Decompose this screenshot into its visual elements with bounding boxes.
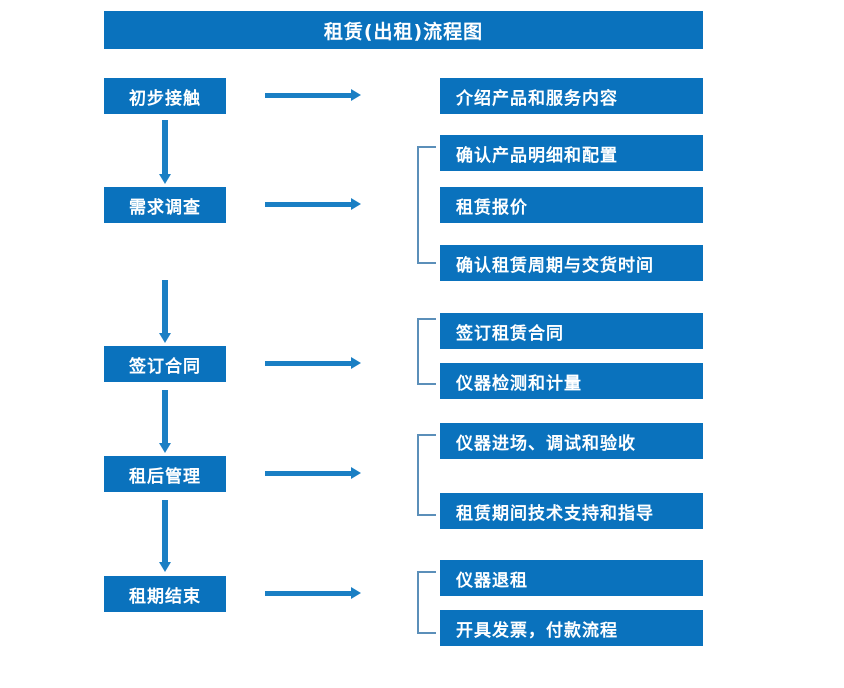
arrow-shaft (265, 202, 351, 207)
bracket-tick-bottom (419, 514, 436, 516)
arrow-head-down-icon (159, 333, 171, 343)
bracket-tick-top (419, 571, 436, 573)
horizontal-arrow-5 (265, 587, 361, 599)
arrow-shaft (265, 361, 351, 366)
vertical-arrow-1 (159, 120, 171, 184)
detail-node-5-1[interactable]: 仪器退租 (440, 560, 703, 596)
vertical-arrow-2 (159, 280, 171, 343)
bracket-connector-group-3 (417, 318, 436, 385)
arrow-head-right-icon (351, 89, 361, 101)
vertical-arrow-3 (159, 390, 171, 453)
stage-node-4[interactable]: 租后管理 (104, 456, 226, 492)
arrow-head-right-icon (351, 467, 361, 479)
arrow-head-right-icon (351, 198, 361, 210)
detail-node-2-3[interactable]: 确认租赁周期与交货时间 (440, 245, 703, 281)
detail-node-3-1[interactable]: 签订租赁合同 (440, 313, 703, 349)
arrow-shaft (162, 500, 168, 562)
bracket-tick-top (419, 434, 436, 436)
horizontal-arrow-4 (265, 467, 361, 479)
arrow-head-right-icon (351, 587, 361, 599)
arrow-head-down-icon (159, 174, 171, 184)
bracket-tick-top (419, 146, 436, 148)
bracket-tick-bottom (419, 383, 436, 385)
stage-node-5[interactable]: 租期结束 (104, 576, 226, 612)
bracket-connector-group-4 (417, 434, 436, 516)
arrow-shaft (265, 93, 351, 98)
detail-node-5-2[interactable]: 开具发票，付款流程 (440, 610, 703, 646)
stage-node-3[interactable]: 签订合同 (104, 346, 226, 382)
arrow-shaft (162, 390, 168, 443)
detail-node-4-1[interactable]: 仪器进场、调试和验收 (440, 423, 703, 459)
arrow-head-down-icon (159, 443, 171, 453)
arrow-shaft (265, 591, 351, 596)
detail-node-2-1[interactable]: 确认产品明细和配置 (440, 135, 703, 171)
vertical-arrow-4 (159, 500, 171, 572)
arrow-shaft (162, 120, 168, 174)
arrow-head-right-icon (351, 357, 361, 369)
bracket-tick-bottom (419, 262, 436, 264)
stage-node-2[interactable]: 需求调查 (104, 187, 226, 223)
arrow-shaft (265, 471, 351, 476)
bracket-tick-bottom (419, 632, 436, 634)
arrow-shaft (162, 280, 168, 333)
detail-node-1-1[interactable]: 介绍产品和服务内容 (440, 78, 703, 114)
horizontal-arrow-2 (265, 198, 361, 210)
bracket-tick-top (419, 318, 436, 320)
arrow-head-down-icon (159, 562, 171, 572)
horizontal-arrow-3 (265, 357, 361, 369)
bracket-connector-group-5 (417, 571, 436, 634)
detail-node-3-2[interactable]: 仪器检测和计量 (440, 363, 703, 399)
page-title: 租赁(出租)流程图 (104, 11, 703, 49)
bracket-connector-group-2 (417, 146, 436, 264)
detail-node-2-2[interactable]: 租赁报价 (440, 187, 703, 223)
stage-node-1[interactable]: 初步接触 (104, 78, 226, 114)
horizontal-arrow-1 (265, 89, 361, 101)
detail-node-4-2[interactable]: 租赁期间技术支持和指导 (440, 493, 703, 529)
